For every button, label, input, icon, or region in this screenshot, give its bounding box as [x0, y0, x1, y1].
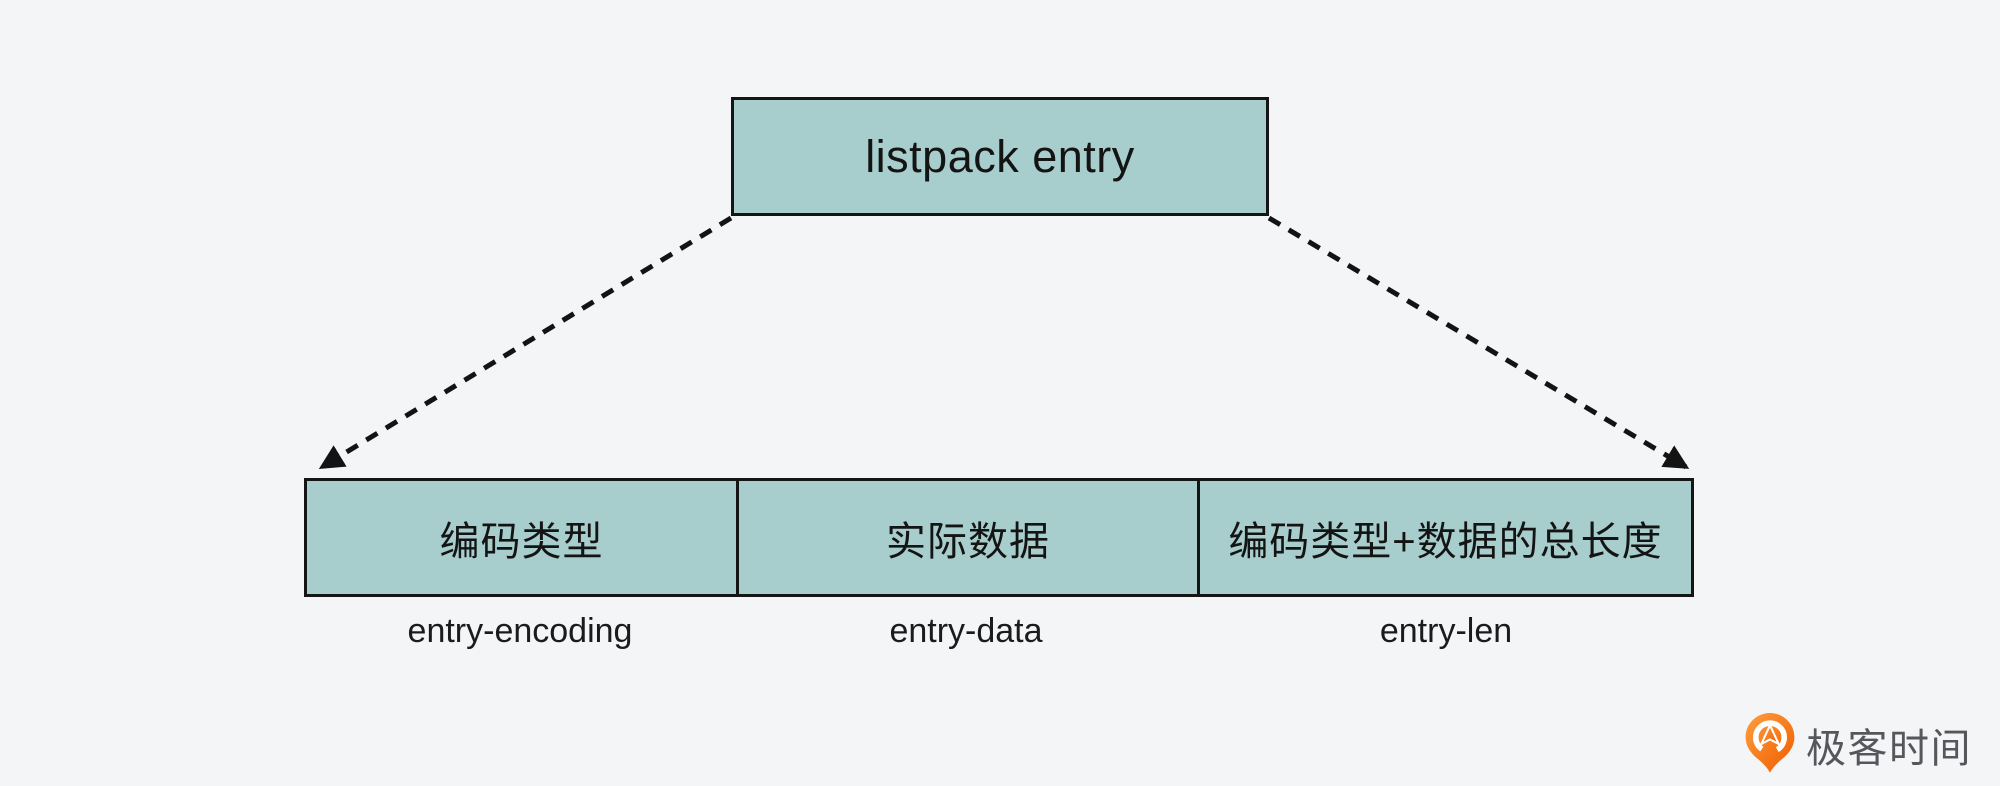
cell-entry-encoding: 编码类型: [307, 481, 739, 594]
cell-entry-data: 实际数据: [739, 481, 1200, 594]
entry-encoding-sublabel: entry-encoding: [407, 612, 633, 650]
cell-entry-len: 编码类型+数据的总长度: [1200, 481, 1691, 594]
geektime-pin-icon: [1745, 713, 1795, 773]
cell-entry-data-label: 实际数据: [886, 519, 1050, 564]
cell-entry-len-label: 编码类型+数据的总长度: [1228, 519, 1663, 564]
listpack-entry-label: listpack entry: [865, 130, 1135, 182]
dashed-arrow-right: [1267, 215, 1690, 470]
cell-entry-encoding-label: 编码类型: [439, 519, 604, 564]
entry-data-sublabel: entry-data: [889, 612, 1043, 650]
geektime-logo: 极客时间: [1744, 712, 1972, 777]
dashed-arrow-left: [318, 215, 733, 470]
entry-len-sublabel: entry-len: [1379, 612, 1513, 650]
entry-structure-row: 编码类型 实际数据 编码类型+数据的总长度: [304, 478, 1694, 597]
listpack-entry-box: listpack entry: [731, 97, 1269, 216]
geektime-wordmark: 极客时间: [1806, 726, 1972, 771]
